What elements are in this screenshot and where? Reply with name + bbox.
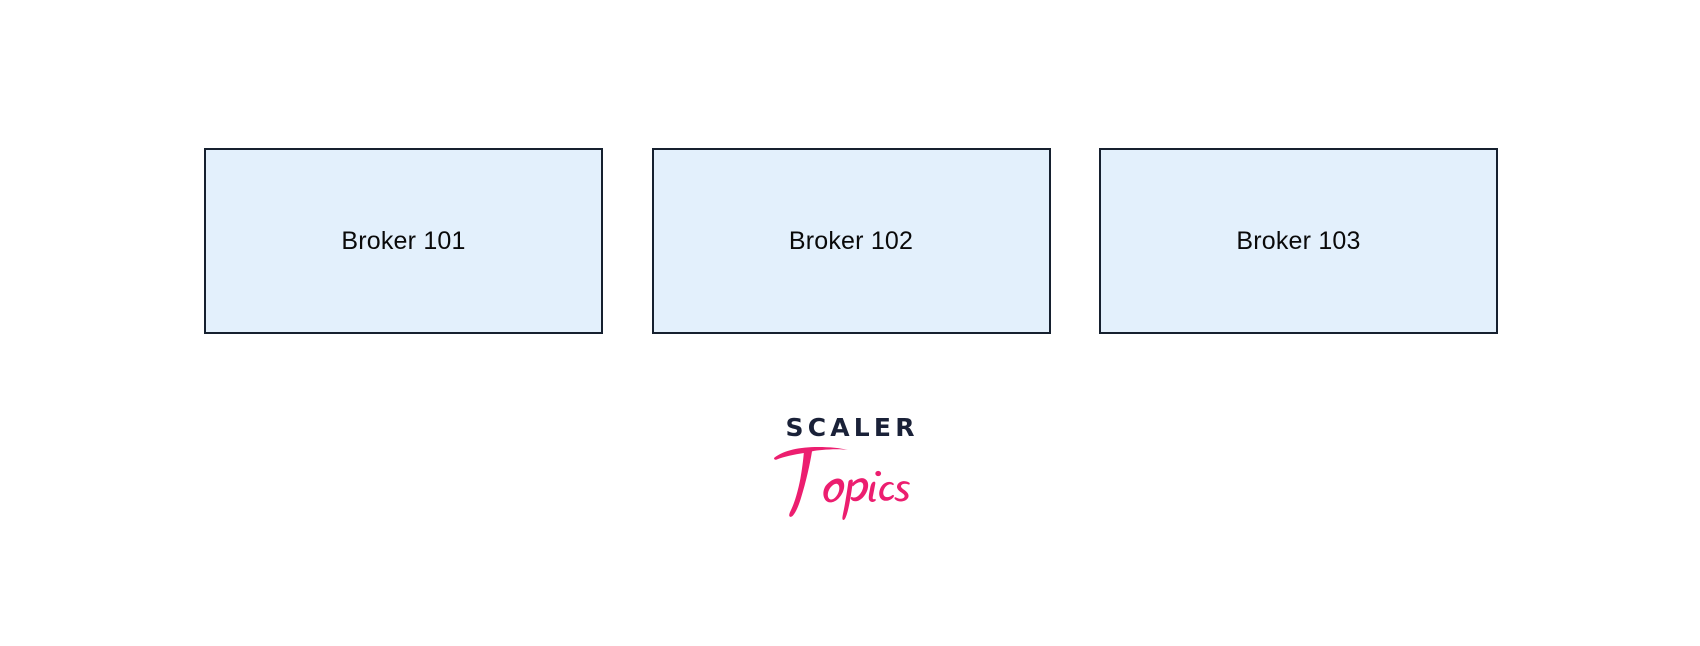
broker-node-label: Broker 101 [341, 226, 466, 255]
scaler-wordmark: SCALER [785, 413, 919, 442]
scaler-topics-watermark: SCALER [0, 415, 1700, 535]
broker-node-broker-102[interactable]: Broker 102 [651, 148, 1051, 334]
broker-node-broker-103[interactable]: Broker 103 [1099, 148, 1498, 334]
broker-node-label: Broker 102 [788, 226, 914, 255]
broker-node-label: Broker 103 [1236, 226, 1361, 255]
broker-node-row: Broker 101 Broker 102 Broker 103 [204, 148, 1498, 334]
broker-node-broker-101[interactable]: Broker 101 [204, 148, 603, 334]
topics-script-icon [774, 447, 910, 520]
topics-script-wordmark [770, 442, 930, 520]
